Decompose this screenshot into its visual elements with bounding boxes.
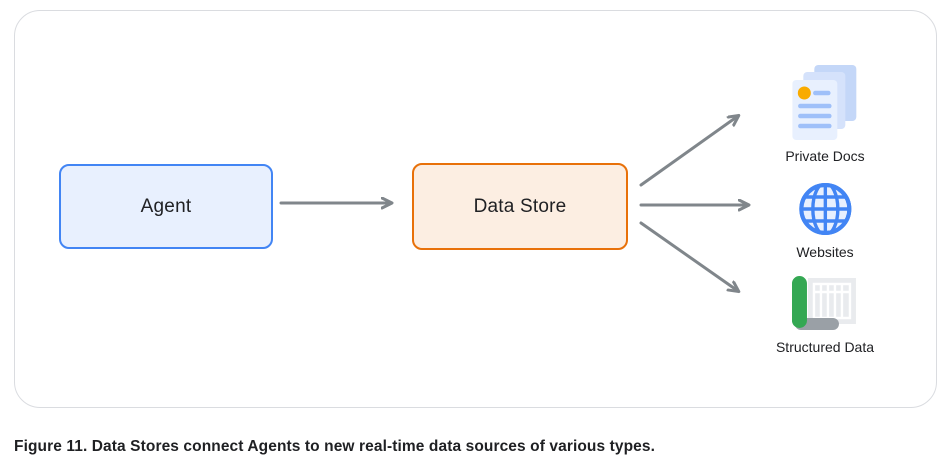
source-structured-data: Structured Data [776,276,874,355]
private-docs-icon [791,65,858,141]
source-private-docs: Private Docs [785,65,865,164]
structured-data-icon [792,276,858,332]
source-label-private-docs: Private Docs [785,148,865,164]
source-websites: Websites [796,181,854,260]
agent-node-label: Agent [140,195,192,217]
data-store-node: Data Store [412,163,628,250]
data-store-node-label: Data Store [473,195,567,217]
source-label-structured-data: Structured Data [775,339,875,355]
source-label-websites: Websites [796,244,854,260]
diagram-canvas: Agent Data Store [14,10,937,408]
figure-caption: Figure 11. Data Stores connect Agents to… [14,438,656,455]
websites-icon [797,181,853,237]
agent-node: Agent [59,164,273,249]
